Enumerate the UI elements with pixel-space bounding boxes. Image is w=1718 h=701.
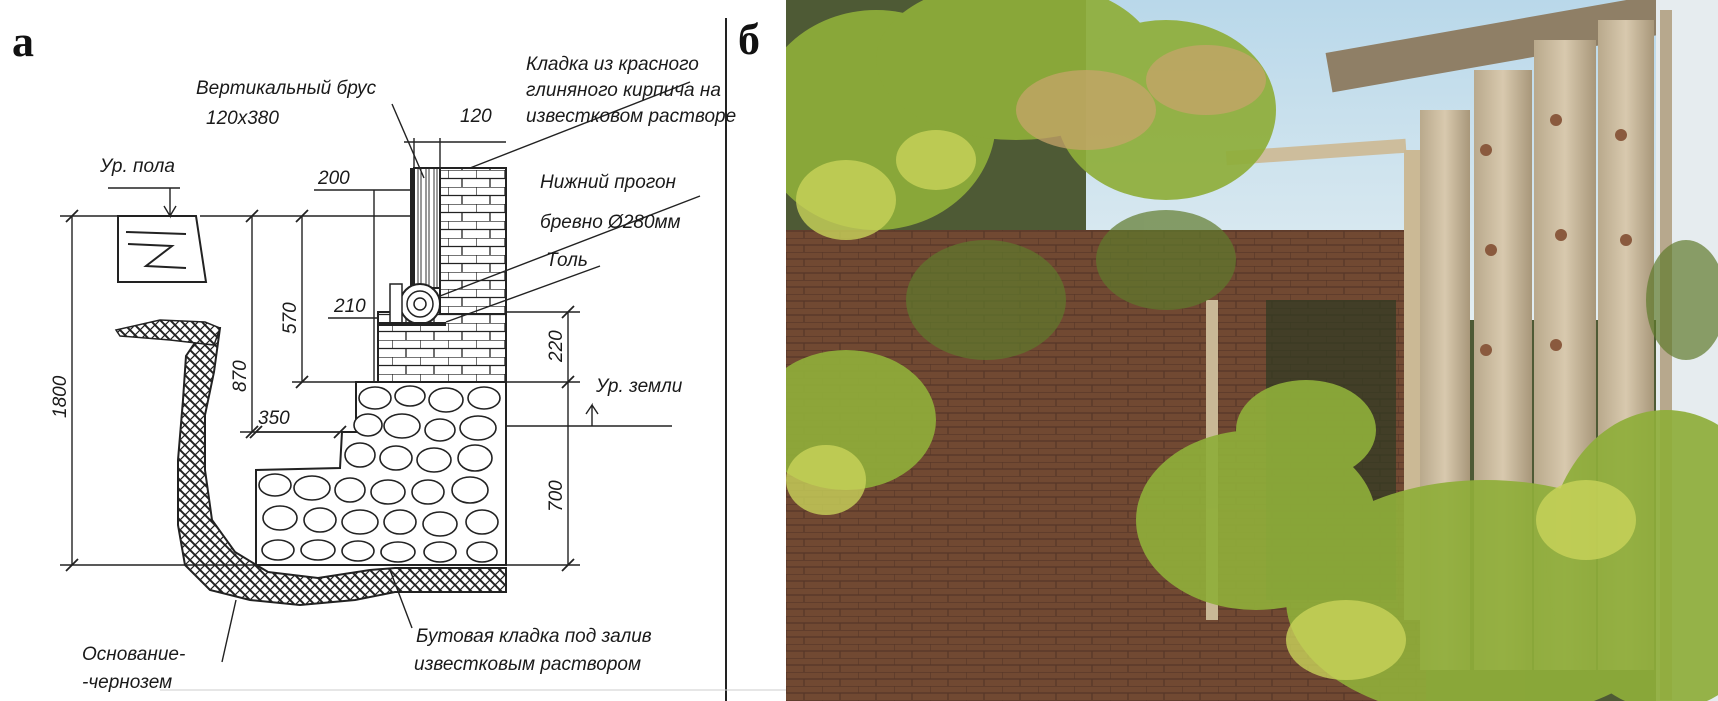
label-brick-line3: известковом растворе bbox=[526, 106, 736, 127]
rubble-masonry bbox=[255, 381, 507, 566]
dim-220: 220 bbox=[546, 330, 567, 363]
label-vertical-beam: Вертикальный брус bbox=[196, 78, 377, 99]
label-floor-level: Ур. пола bbox=[99, 156, 175, 177]
label-bottom-girt: Нижний прогон bbox=[540, 172, 677, 193]
dim-200: 200 bbox=[317, 168, 350, 189]
floor-block bbox=[117, 215, 208, 283]
label-rubble-line2: известковым раствором bbox=[414, 654, 641, 675]
photo-illustration bbox=[786, 0, 1718, 701]
dim-570: 570 bbox=[280, 302, 301, 334]
panel-label-a: а bbox=[12, 17, 34, 66]
label-base-line2: -чернозем bbox=[82, 672, 172, 693]
vertical-beam bbox=[413, 167, 441, 289]
label-rubble-line1: Бутовая кладка под залив bbox=[416, 626, 652, 647]
dim-1800: 1800 bbox=[50, 375, 71, 418]
label-brick-line1: Кладка из красного bbox=[526, 54, 699, 75]
label-ground-level: Ур. земли bbox=[595, 376, 683, 397]
house-ruin-photo bbox=[786, 0, 1718, 701]
dim-350: 350 bbox=[258, 408, 290, 429]
bottom-girt-log bbox=[399, 283, 441, 325]
label-base-line1: Основание- bbox=[82, 644, 185, 665]
label-brick-line2: глиняного кирпича на bbox=[526, 80, 721, 101]
panel-label-b: б bbox=[738, 15, 760, 64]
soil-base bbox=[177, 327, 507, 607]
label-roofing-felt: Толь bbox=[546, 250, 588, 271]
dim-210: 210 bbox=[333, 296, 366, 317]
dim-870: 870 bbox=[230, 360, 251, 392]
label-log-diameter: бревно Ø280мм bbox=[540, 212, 681, 233]
label-vertical-beam-size: 120х380 bbox=[206, 108, 279, 129]
dim-120: 120 bbox=[460, 106, 492, 127]
dim-700: 700 bbox=[546, 480, 567, 512]
brick-wall bbox=[439, 167, 507, 315]
foundation-section-drawing: Кладка из красного глиняного кирпича на … bbox=[50, 18, 786, 701]
